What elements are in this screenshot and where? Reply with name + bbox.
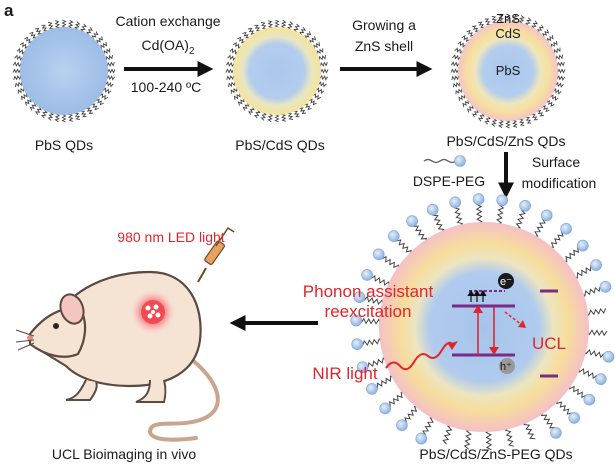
peg-bead bbox=[590, 259, 602, 271]
peg-molecule-icon bbox=[423, 155, 466, 167]
shell-label-cds: CdS bbox=[495, 26, 521, 41]
peg-bead bbox=[472, 193, 485, 205]
step1-line3: 100-240 ºC bbox=[131, 79, 202, 95]
peg-bead bbox=[356, 361, 369, 374]
shell-label-pbs: PbS bbox=[496, 63, 521, 78]
label-peg-qds: PbS/CdS/ZnS-PEG QDs bbox=[419, 446, 572, 462]
peg-bead bbox=[595, 373, 607, 385]
label-phonon-line1: Phonon assistant bbox=[303, 282, 434, 301]
peg-bead bbox=[353, 291, 366, 304]
peg-bead bbox=[568, 412, 581, 424]
peg-bead bbox=[387, 230, 400, 242]
peg-bead bbox=[576, 239, 589, 252]
label-bioimaging: UCL Bioimaging in vivo bbox=[52, 446, 196, 462]
peg-bead bbox=[560, 223, 572, 235]
electron bbox=[498, 273, 514, 289]
surface-line1: Surface bbox=[532, 154, 580, 170]
peg-bead bbox=[361, 269, 373, 281]
electron-label: e⁻ bbox=[500, 276, 512, 288]
mouse-illustration bbox=[15, 270, 220, 442]
peg-bead bbox=[602, 350, 615, 363]
led-light-icon bbox=[197, 226, 235, 283]
peg-bead bbox=[372, 248, 385, 261]
peg-bead bbox=[449, 196, 462, 209]
step1-line1: Cation exchange bbox=[115, 13, 220, 29]
label-pbs-qds: PbS QDs bbox=[35, 137, 93, 153]
peg-bead bbox=[351, 338, 364, 351]
peg-bead bbox=[550, 427, 562, 439]
peg-bead bbox=[496, 194, 509, 207]
step1-line2: Cd(OA)2 bbox=[141, 37, 194, 57]
pbs-qd bbox=[12, 19, 116, 123]
step2-line2: ZnS shell bbox=[355, 38, 413, 54]
label-pbs-cds-qds: PbS/CdS QDs bbox=[235, 137, 324, 153]
surface-line2: modification bbox=[522, 175, 597, 191]
label-led-light: 980 nm LED light bbox=[117, 229, 225, 245]
peg-qd: e⁻ h⁺ bbox=[350, 193, 615, 451]
phonon-arrows bbox=[467, 289, 487, 302]
shell-label-zns: ZnS bbox=[496, 11, 520, 26]
panel-letter: a bbox=[4, 1, 14, 20]
label-phonon-line2: reexcitation bbox=[325, 302, 412, 321]
pbs-cds-zns-qd bbox=[450, 13, 566, 129]
label-pbs-cds-zns-qds: PbS/CdS/ZnS QDs bbox=[446, 133, 565, 149]
peg-bead bbox=[366, 383, 378, 395]
peg-bead bbox=[540, 209, 553, 222]
peg-bead bbox=[406, 215, 418, 227]
peg-bead bbox=[396, 419, 408, 432]
hole bbox=[499, 358, 515, 374]
peg-bead bbox=[350, 314, 363, 327]
step2-line1: Growing a bbox=[352, 17, 416, 33]
peg-bead bbox=[415, 432, 428, 445]
label-ucl: UCL bbox=[532, 334, 566, 353]
peg-bead bbox=[599, 280, 612, 293]
peg-bead bbox=[583, 393, 596, 406]
nir-wave bbox=[385, 341, 455, 371]
hole-label: h⁺ bbox=[500, 361, 512, 373]
peg-bead bbox=[426, 203, 439, 216]
label-nir-light: NIR light bbox=[312, 364, 377, 383]
pbs-cds-qd bbox=[225, 19, 329, 123]
label-dspe-peg: DSPE-PEG bbox=[413, 173, 485, 189]
peg-bead bbox=[379, 402, 392, 415]
peg-ligand-layer bbox=[350, 193, 615, 451]
peg-bead bbox=[519, 200, 531, 212]
